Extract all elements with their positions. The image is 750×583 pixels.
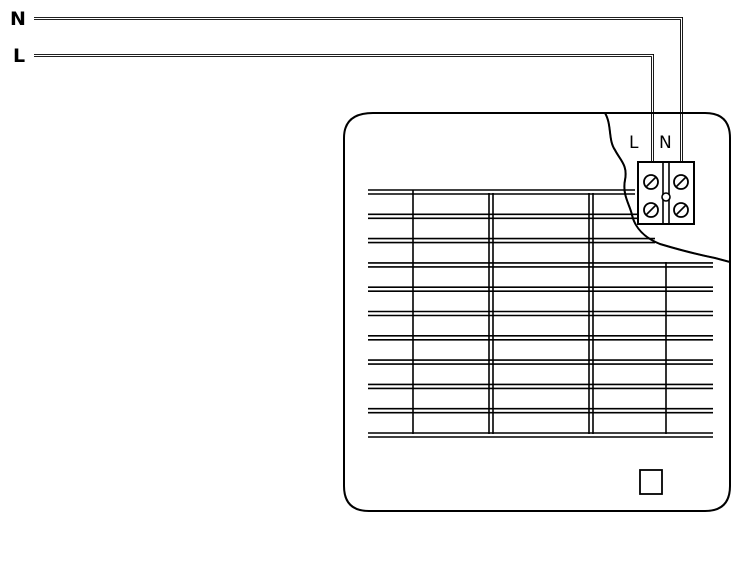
terminal-live-label: L bbox=[629, 133, 639, 153]
live-wire-label: L bbox=[13, 45, 25, 67]
grille-slat bbox=[368, 334, 713, 341]
grille-slat bbox=[368, 286, 713, 293]
square-switch-icon bbox=[639, 469, 663, 495]
neutral-wire-label: N bbox=[10, 8, 26, 30]
grille-slat bbox=[368, 310, 713, 317]
terminal-centre-hole bbox=[661, 192, 671, 202]
terminal-screw-live-bottom bbox=[643, 202, 659, 218]
grille-slat bbox=[368, 432, 713, 438]
terminal-screw-live-top bbox=[643, 174, 659, 190]
terminal-neutral-label: N bbox=[659, 133, 672, 153]
grille-slat bbox=[368, 383, 713, 390]
live-wire bbox=[34, 54, 654, 162]
fan-grille bbox=[368, 189, 713, 438]
grille-slat bbox=[368, 262, 713, 268]
grille-slat bbox=[368, 237, 655, 244]
terminal-screw-neutral-top bbox=[673, 174, 689, 190]
terminal-screw-neutral-bottom bbox=[673, 202, 689, 218]
neutral-wire bbox=[34, 17, 683, 162]
terminal-block bbox=[637, 161, 695, 225]
grille-slat bbox=[368, 407, 713, 414]
grille-slat bbox=[368, 359, 713, 365]
